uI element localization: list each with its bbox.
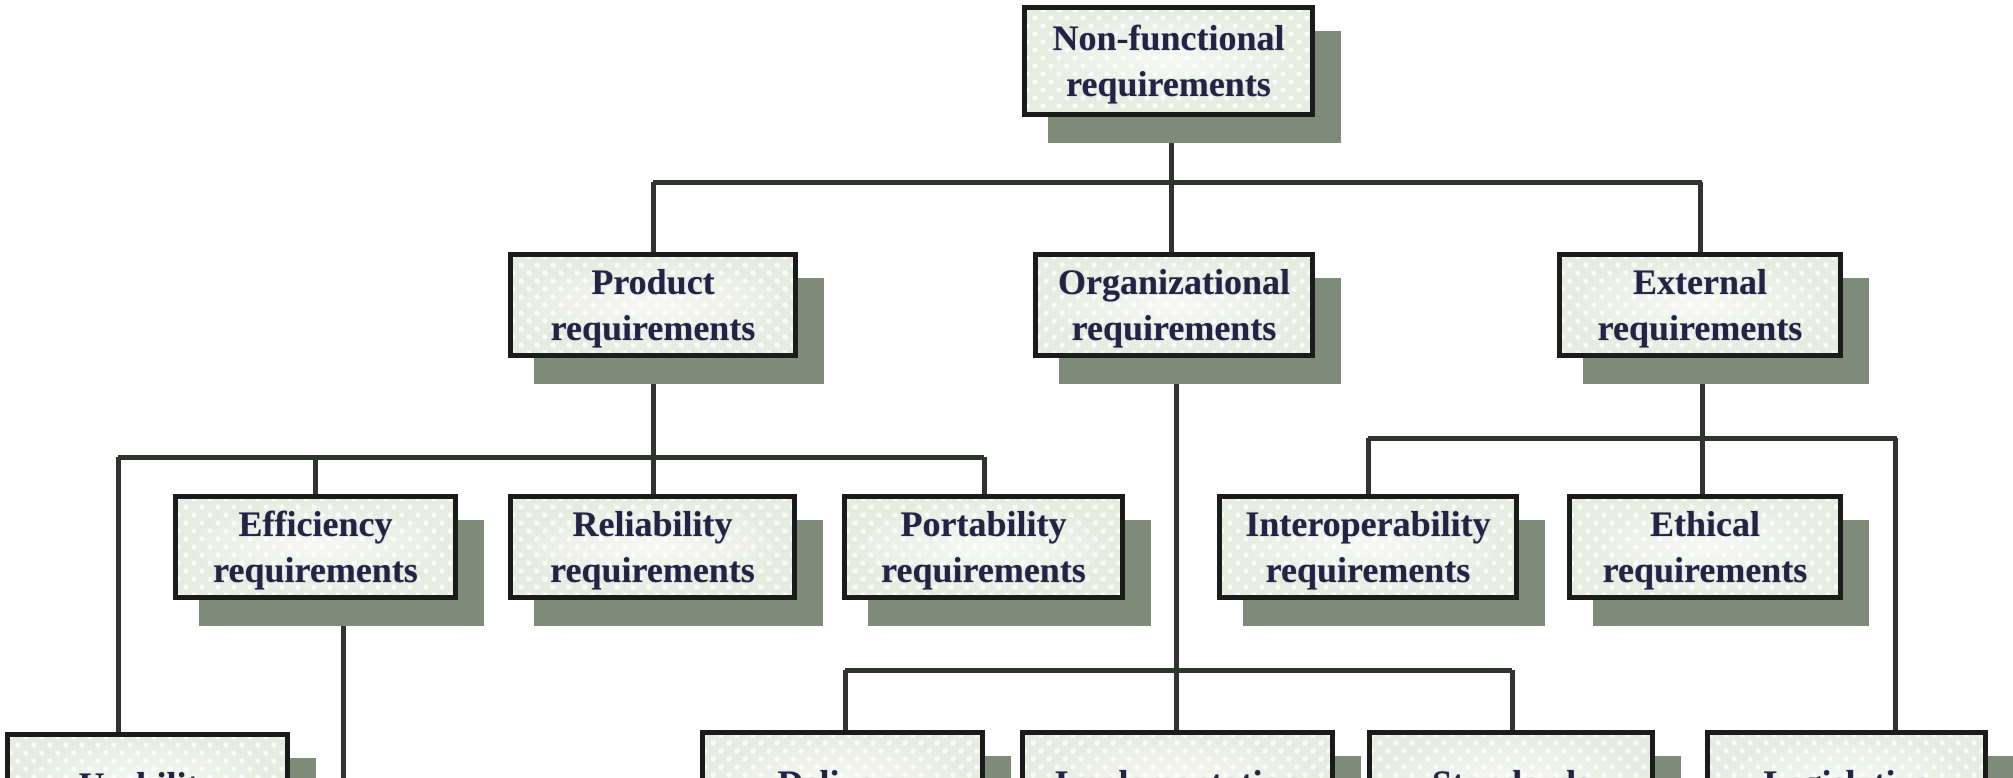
node-reliability: Reliability requirements [508,494,797,600]
node-label: Interoperability [1245,504,1491,544]
node-label: Organizational [1058,262,1290,302]
node-label: Portability [900,504,1067,544]
node-implementation: Implementation [1020,730,1335,778]
node-label: Product [591,262,715,302]
connector-trunk-org-to-implementation [1174,357,1179,732]
node-label: requirements [550,550,755,590]
connector-drop-legislative [1893,438,1898,734]
connector-rail-external-children [1368,436,1897,441]
connector-rail-level-1 [653,180,1702,185]
node-label: Ethical [1649,504,1760,544]
node-label: Legislative [1764,760,1930,778]
node-label: Efficiency [238,504,393,544]
node-organizational: Organizational requirements [1033,252,1315,358]
node-label: Delivery [778,760,908,778]
node-ethical: Ethical requirements [1567,494,1843,600]
node-label: Implementation [1055,760,1301,778]
connector-trunk-external-to-ethical [1700,357,1705,497]
connector-drop-usability [116,457,121,734]
connector-drop-external [1698,182,1703,252]
node-portability: Portability requirements [842,494,1125,600]
node-label: requirements [550,308,756,348]
node-label: requirements [1066,64,1271,104]
connector-drop-portability [982,457,987,497]
connector-drop-product [651,182,656,252]
node-label: External [1633,262,1767,302]
node-standards: Standards [1367,730,1655,778]
node-label: requirements [213,550,418,590]
node-label: Non-functional [1052,18,1285,58]
node-label: Usability [78,762,216,778]
node-label: requirements [881,550,1086,590]
connector-rail-product-children [118,455,984,460]
node-legislative: Legislative [1705,730,1988,778]
node-interoperability: Interoperability requirements [1217,494,1519,600]
connector-trunk-efficiency-children [341,598,346,778]
node-label: requirements [1597,308,1803,348]
connector-drop-delivery [843,670,848,732]
connector-drop-efficiency [313,457,318,497]
connector-rail-organizational-children [845,668,1512,673]
node-label: requirements [1265,550,1471,590]
node-label: Standards [1432,760,1590,778]
node-product: Product requirements [508,252,798,358]
node-efficiency: Efficiency requirements [173,494,458,600]
node-non-functional: Non-functional requirements [1022,5,1315,117]
node-external: External requirements [1557,252,1843,358]
connector-drop-standards [1510,670,1515,732]
node-label: requirements [1071,308,1277,348]
node-label: Reliability [572,504,733,544]
connector-drop-interoperability [1366,438,1371,496]
connector-trunk-product-to-reliability [651,358,656,494]
node-delivery: Delivery [700,730,985,778]
node-usability: Usability [5,732,290,778]
node-label: requirements [1602,550,1808,590]
